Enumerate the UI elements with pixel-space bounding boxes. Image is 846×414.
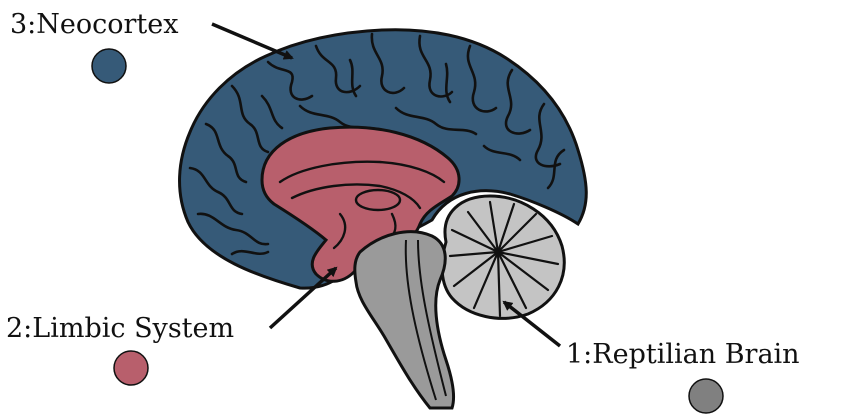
neocortex-label: 3:Neocortex <box>10 9 178 40</box>
limbic-system-legend-dot <box>114 351 148 385</box>
brainstem-region <box>355 232 454 408</box>
reptilian-brain-legend-dot <box>689 379 723 413</box>
neocortex-arrow <box>212 24 292 58</box>
neocortex-legend-dot <box>92 49 126 83</box>
limbic-system-label: 2:Limbic System <box>6 313 234 344</box>
cerebellum-region <box>442 196 564 318</box>
reptilian-brain-label: 1:Reptilian Brain <box>566 339 800 370</box>
brainstem-shape <box>355 232 454 408</box>
